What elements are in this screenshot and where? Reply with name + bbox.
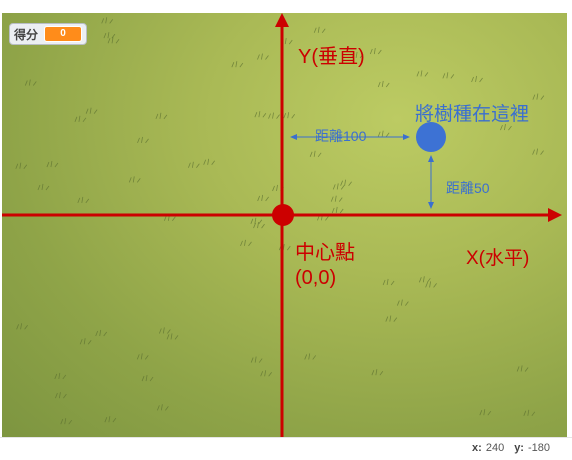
grass-tuft bbox=[377, 80, 390, 88]
grass-tuft bbox=[260, 370, 272, 377]
grass-tuft bbox=[231, 61, 244, 68]
grass-tuft bbox=[54, 372, 67, 380]
grass-tuft bbox=[253, 222, 265, 229]
center-point bbox=[272, 204, 294, 226]
grass-tuft bbox=[377, 130, 390, 137]
grass-tuft bbox=[79, 338, 92, 345]
score-monitor[interactable]: 得分 0 bbox=[9, 23, 88, 45]
x-axis-label: X(水平) bbox=[466, 248, 530, 269]
grass-tuft bbox=[313, 26, 326, 33]
grass-tuft bbox=[101, 17, 114, 24]
grass-tuft bbox=[37, 183, 50, 191]
grass-tuft bbox=[340, 179, 352, 186]
grass-tuft bbox=[203, 158, 215, 166]
grass-texture bbox=[15, 17, 545, 425]
distance-x-label: 距離100 bbox=[315, 128, 367, 144]
grass-tuft bbox=[425, 281, 437, 288]
grass-tuft bbox=[523, 409, 536, 417]
grass-tuft bbox=[351, 51, 364, 59]
grass-tuft bbox=[155, 112, 168, 120]
grass-tuft bbox=[309, 150, 322, 158]
grass-tuft bbox=[137, 136, 149, 144]
grass-tuft bbox=[158, 327, 171, 334]
tree-target-point bbox=[416, 122, 446, 152]
center-label-coords: (0,0) bbox=[295, 267, 337, 289]
stage-footer: x:240 y:-180 bbox=[0, 437, 572, 460]
grass-tuft bbox=[418, 276, 431, 283]
grass-tuft bbox=[479, 409, 492, 416]
center-point-label: 中心點 (0,0) bbox=[295, 241, 355, 291]
y-axis-label: Y(垂直) bbox=[298, 46, 365, 68]
grass-tuft bbox=[416, 70, 429, 77]
mouse-x-label: x: bbox=[472, 442, 482, 454]
grass-tuft bbox=[15, 162, 28, 169]
grass-tuft bbox=[46, 160, 59, 168]
center-label-name: 中心點 bbox=[295, 242, 355, 264]
distance-y-arrowhead-top bbox=[428, 155, 434, 162]
grass-tuft bbox=[188, 161, 200, 169]
distance-x-arrowhead-right bbox=[403, 134, 410, 140]
grass-tuft bbox=[257, 194, 269, 202]
grass-tuft bbox=[141, 375, 154, 382]
grass-tuft bbox=[107, 37, 120, 44]
grass-tuft bbox=[371, 369, 384, 376]
grass-tuft bbox=[250, 217, 263, 225]
distance-y-arrowhead-bottom bbox=[428, 202, 434, 209]
grass-tuft bbox=[382, 278, 395, 286]
grass-tuft bbox=[104, 416, 117, 423]
grass-tuft bbox=[332, 183, 345, 190]
grass-tuft bbox=[136, 353, 149, 360]
distance-x-arrowhead-left bbox=[290, 134, 297, 140]
mouse-coordinates: x:240 y:-180 bbox=[472, 442, 550, 454]
grass-tuft bbox=[385, 315, 398, 322]
grass-tuft bbox=[471, 75, 483, 83]
grass-tuft bbox=[330, 195, 343, 202]
grass-tuft bbox=[128, 176, 141, 183]
mouse-y-value: -180 bbox=[527, 442, 550, 454]
grass-tuft bbox=[331, 206, 344, 214]
score-label: 得分 bbox=[14, 27, 39, 42]
grass-tuft bbox=[156, 404, 169, 411]
grass-tuft bbox=[500, 124, 512, 131]
grass-tuft bbox=[532, 93, 545, 100]
grass-tuft bbox=[442, 72, 455, 79]
grass-tuft bbox=[396, 299, 409, 306]
grass-tuft bbox=[77, 196, 90, 204]
grass-tuft bbox=[85, 107, 98, 114]
score-value: 0 bbox=[44, 26, 83, 42]
grass-tuft bbox=[254, 111, 267, 118]
grass-tuft bbox=[24, 79, 37, 86]
grass-tuft bbox=[60, 418, 73, 425]
grass-tuft bbox=[240, 239, 252, 247]
mouse-y-label: y: bbox=[514, 442, 524, 454]
x-axis-arrowhead bbox=[548, 208, 562, 222]
grass-tuft bbox=[268, 112, 280, 119]
grass-tuft bbox=[74, 115, 87, 123]
coordinate-diagram bbox=[2, 13, 562, 437]
grass-tuft bbox=[95, 329, 108, 337]
grass-tuft bbox=[283, 112, 296, 119]
grass-tuft bbox=[55, 392, 67, 399]
grass-tuft bbox=[103, 32, 116, 39]
plant-here-label: 將樹種在這裡 bbox=[415, 104, 530, 125]
mouse-x-value: 240 bbox=[485, 442, 505, 454]
grass-tuft bbox=[166, 333, 179, 340]
grass-tuft bbox=[369, 47, 382, 55]
grass-tuft bbox=[257, 53, 269, 60]
stage[interactable]: 得分 0 Y(垂直) X(水平) 中心點 (0,0) 將樹種在這裡 距離100 … bbox=[2, 13, 567, 437]
grass-tuft bbox=[516, 365, 529, 372]
grass-tuft bbox=[532, 148, 544, 155]
grass-tuft bbox=[250, 356, 263, 363]
grass-tuft bbox=[16, 323, 28, 330]
y-axis-arrowhead bbox=[275, 13, 289, 27]
distance-y-label: 距離50 bbox=[446, 180, 490, 196]
grass-tuft bbox=[304, 353, 317, 360]
